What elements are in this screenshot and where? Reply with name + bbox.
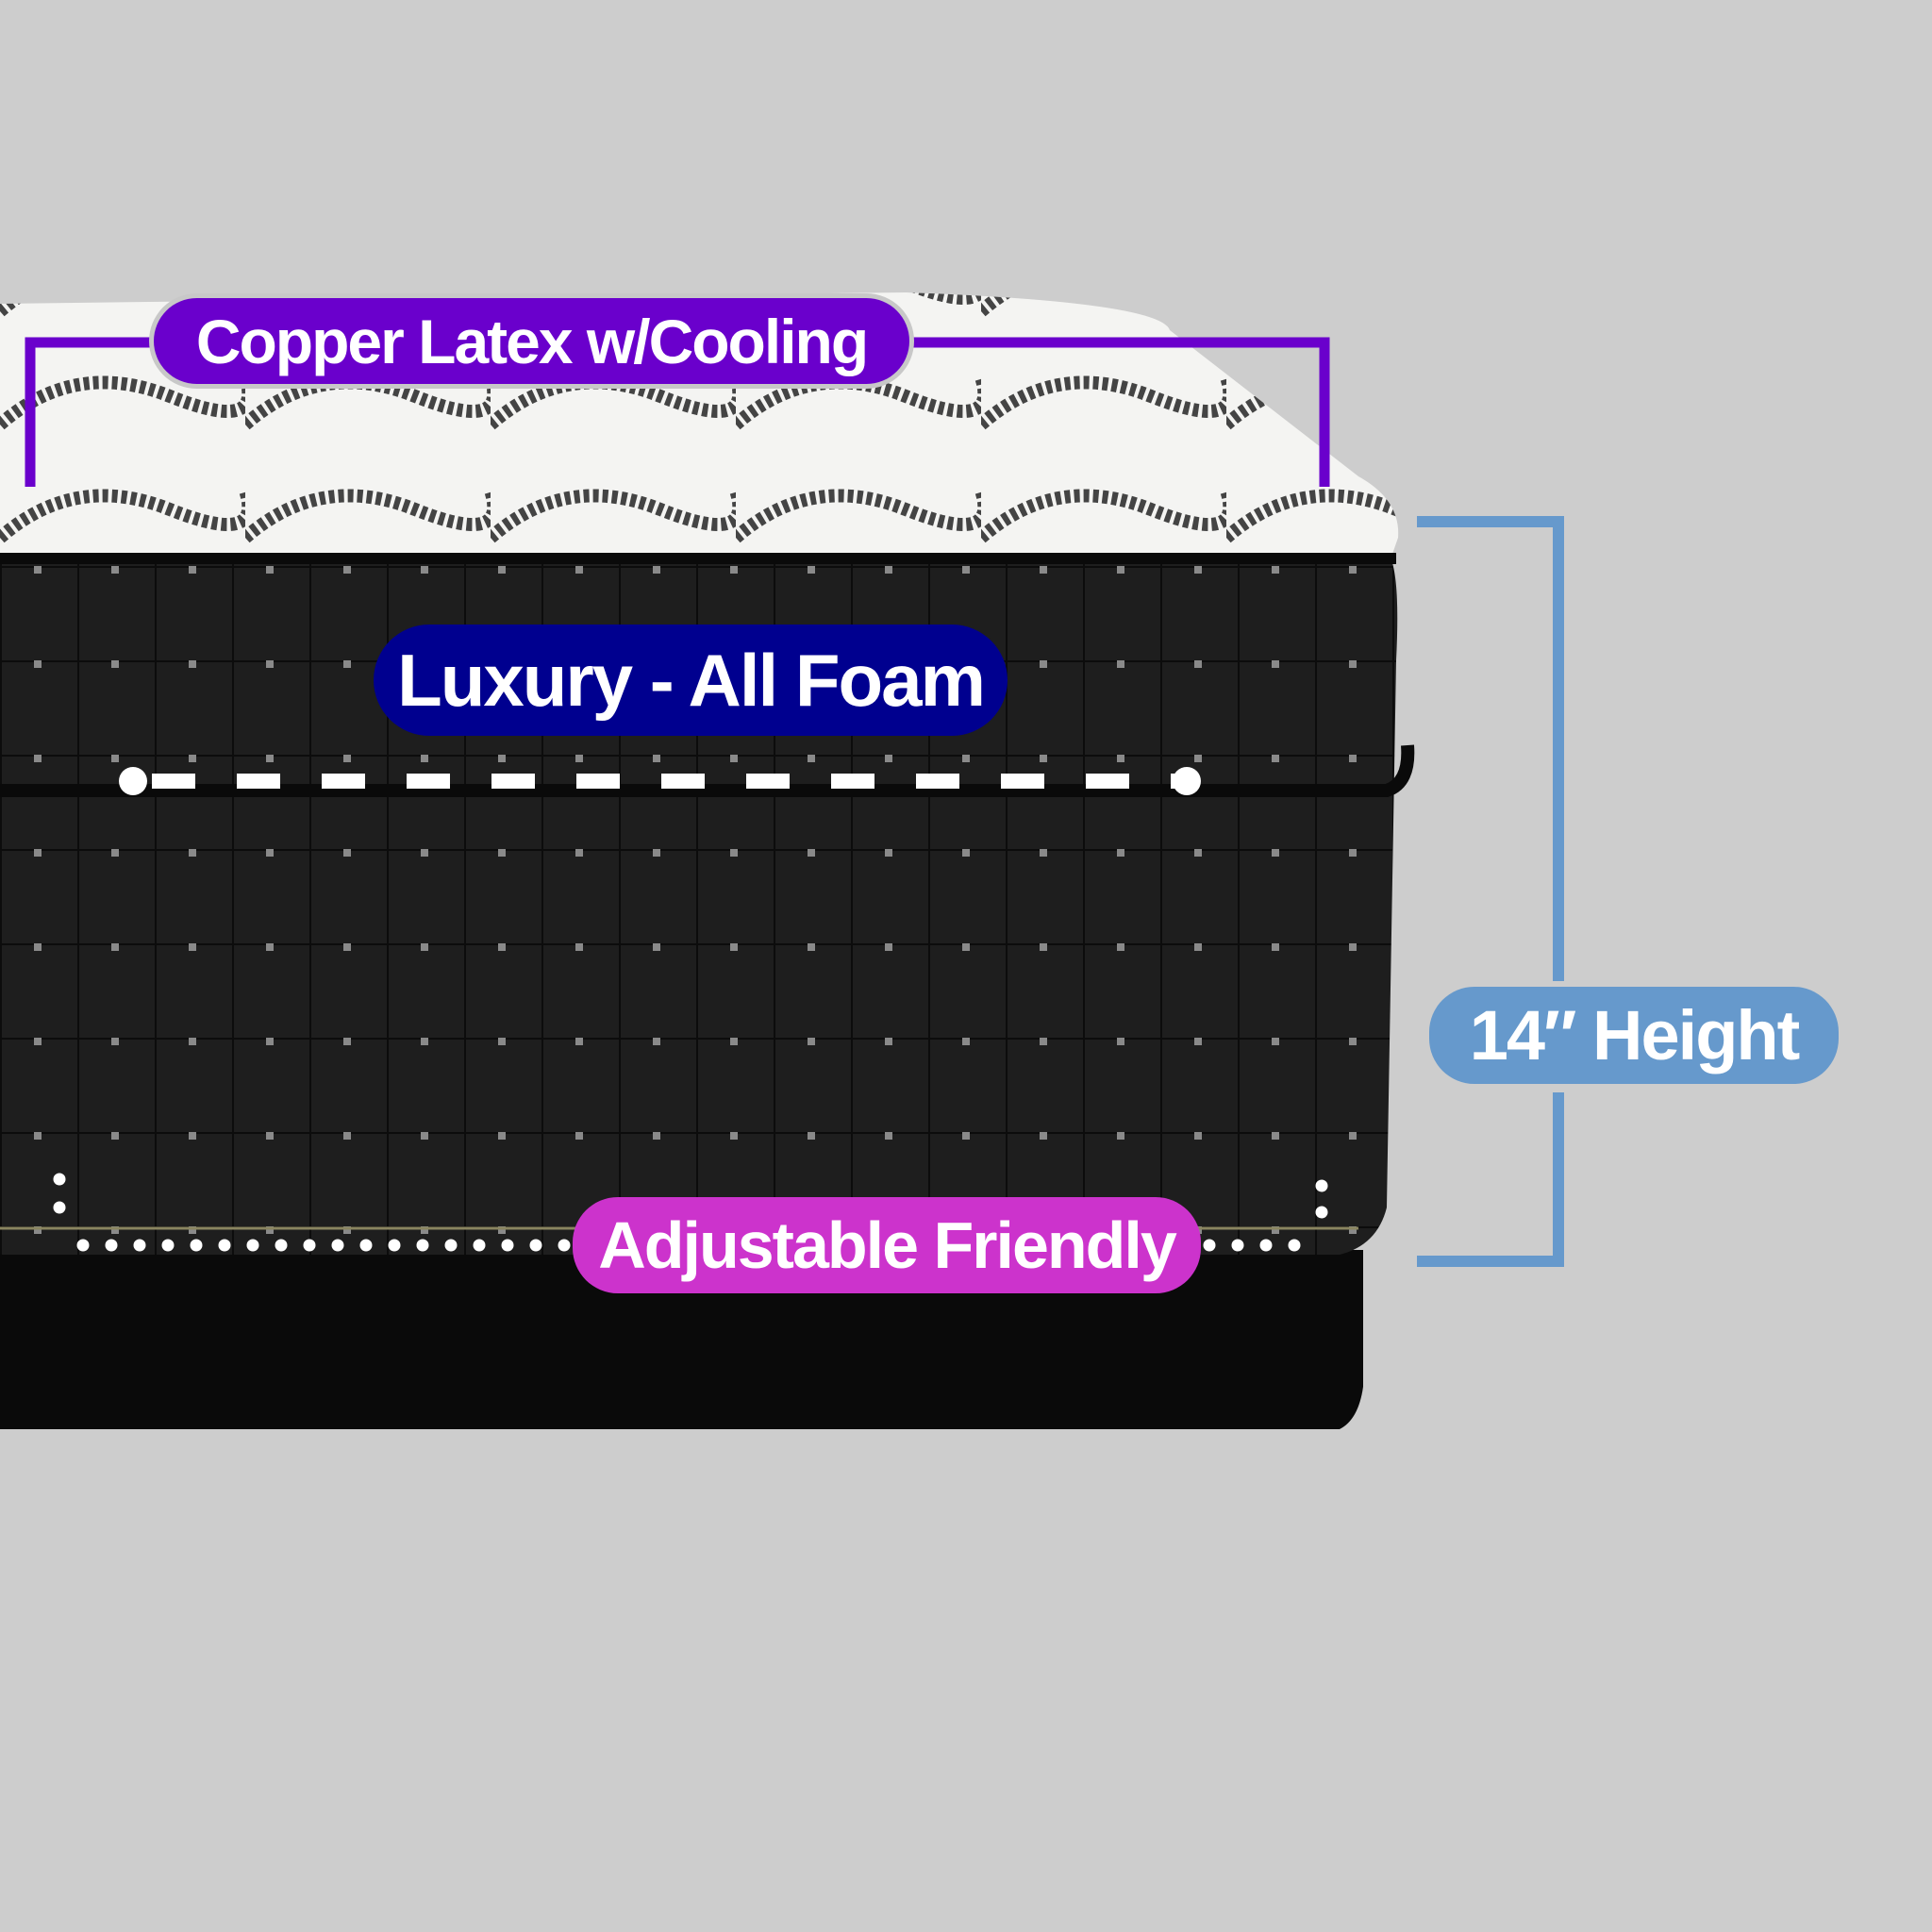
top-layer-label: Copper Latex w/Cooling bbox=[154, 298, 909, 384]
base-dotted-line bbox=[53, 1173, 1328, 1252]
mattress-base bbox=[0, 1250, 1363, 1429]
height-bracket bbox=[1417, 516, 1564, 1267]
mattress-side bbox=[0, 552, 1398, 1255]
comfort-label: Luxury - All Foam bbox=[374, 625, 1008, 736]
base-label: Adjustable Friendly bbox=[573, 1197, 1201, 1293]
top-layer-bracket bbox=[25, 337, 1330, 487]
height-label: 14″ Height bbox=[1429, 987, 1839, 1084]
